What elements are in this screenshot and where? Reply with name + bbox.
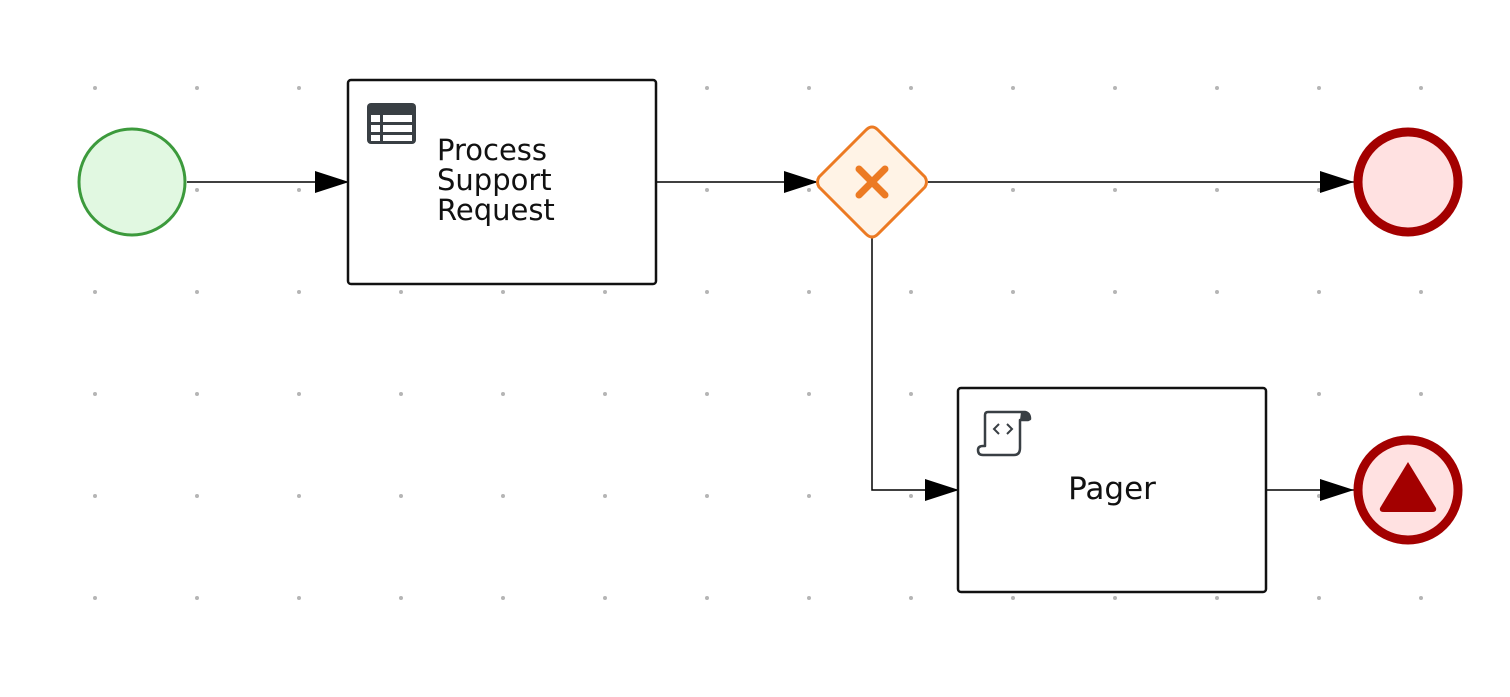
grid-dot xyxy=(297,86,301,90)
task-pager[interactable]: Pager xyxy=(956,386,1268,594)
grid-dot xyxy=(603,392,607,396)
grid-dot xyxy=(1113,290,1117,294)
end-event[interactable] xyxy=(1353,127,1463,237)
grid-dot xyxy=(909,290,913,294)
grid-dot xyxy=(1011,290,1015,294)
grid-dot xyxy=(93,494,97,498)
start-event[interactable] xyxy=(77,127,187,237)
grid-dot xyxy=(399,494,403,498)
grid-dot xyxy=(1215,290,1219,294)
grid-dot xyxy=(1317,290,1321,294)
task-label-line-2: Support xyxy=(437,163,552,197)
table-icon xyxy=(367,103,416,144)
grid-dot xyxy=(195,86,199,90)
x-icon xyxy=(855,165,889,199)
grid-dot xyxy=(1317,392,1321,396)
grid-dot xyxy=(705,392,709,396)
grid-dot xyxy=(603,596,607,600)
grid-dot xyxy=(807,188,811,192)
task-label-line-1: Process xyxy=(437,133,547,167)
grid-dot xyxy=(909,494,913,498)
grid-dot xyxy=(705,494,709,498)
grid-dot xyxy=(603,290,607,294)
grid-dot xyxy=(399,290,403,294)
grid-dot xyxy=(1215,86,1219,90)
grid-dot xyxy=(399,596,403,600)
grid-dot xyxy=(909,86,913,90)
grid-dot xyxy=(501,290,505,294)
grid-dot xyxy=(93,290,97,294)
grid-dot xyxy=(1419,290,1423,294)
exclusive-gateway[interactable] xyxy=(816,125,928,239)
grid-dot xyxy=(909,596,913,600)
grid-dot xyxy=(501,596,505,600)
task-process-support-request[interactable]: Process Support Request xyxy=(346,78,658,286)
grid-dot xyxy=(1011,188,1015,192)
grid-dot xyxy=(1215,596,1219,600)
grid-dot xyxy=(603,494,607,498)
grid-dot xyxy=(501,392,505,396)
grid-dot xyxy=(501,494,505,498)
grid-dot xyxy=(195,290,199,294)
grid-dot xyxy=(1113,188,1117,192)
grid-dot xyxy=(1113,86,1117,90)
grid-dot xyxy=(297,392,301,396)
grid-dot xyxy=(1317,188,1321,192)
grid-dot xyxy=(93,596,97,600)
grid-dot xyxy=(297,596,301,600)
grid-dot xyxy=(1419,86,1423,90)
grid-dot xyxy=(1011,86,1015,90)
sequence-flows xyxy=(187,171,1354,501)
grid-dot xyxy=(705,290,709,294)
script-icon xyxy=(976,410,1032,457)
grid-dot xyxy=(1317,494,1321,498)
grid-dot xyxy=(807,392,811,396)
grid-dot xyxy=(297,290,301,294)
task-label-line-3: Request xyxy=(437,193,555,227)
grid-dot xyxy=(1215,188,1219,192)
grid-dot xyxy=(807,86,811,90)
grid-dot xyxy=(399,392,403,396)
grid-dot xyxy=(1317,86,1321,90)
flow-gateway-to-pager[interactable] xyxy=(871,237,959,501)
grid-dot xyxy=(297,188,301,192)
grid-dot xyxy=(1419,596,1423,600)
grid-dot xyxy=(807,494,811,498)
grid-dot xyxy=(1317,596,1321,600)
grid-dot xyxy=(1011,596,1015,600)
grid-dot xyxy=(195,188,199,192)
grid-dot xyxy=(195,596,199,600)
grid-dot xyxy=(1419,392,1423,396)
grid-dot xyxy=(705,86,709,90)
grid-dot xyxy=(705,188,709,192)
grid-dot xyxy=(807,290,811,294)
grid-dot xyxy=(297,494,301,498)
grid-dot xyxy=(93,392,97,396)
escalation-end-event[interactable] xyxy=(1353,435,1463,545)
escalation-triangle-icon xyxy=(1379,462,1437,512)
grid-dot xyxy=(909,392,913,396)
grid-dot xyxy=(195,494,199,498)
grid-dot xyxy=(1113,596,1117,600)
grid-dot xyxy=(195,392,199,396)
grid-dot xyxy=(807,596,811,600)
grid-dots xyxy=(93,86,1423,600)
task-label: Pager xyxy=(1068,471,1156,507)
grid-dot xyxy=(705,596,709,600)
grid-dot xyxy=(93,86,97,90)
